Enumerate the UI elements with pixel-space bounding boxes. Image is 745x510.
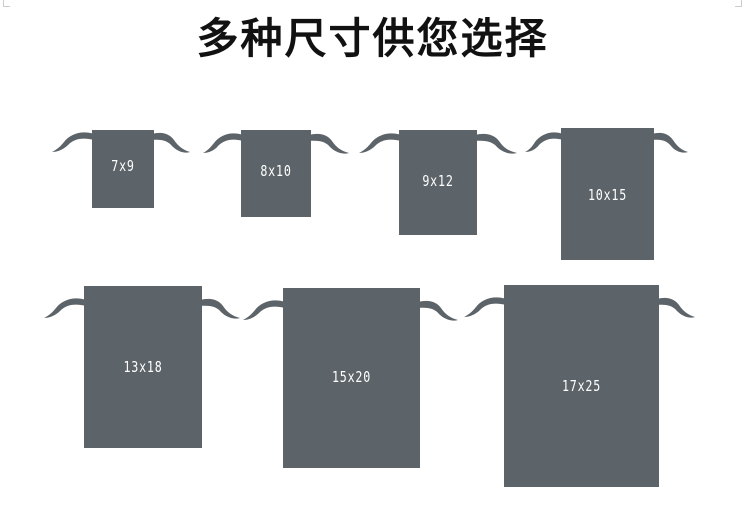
drawstring-left-icon [52, 132, 94, 152]
bag-size-label: 8x10 [260, 162, 292, 180]
bag-size-label: 7x9 [111, 157, 135, 175]
drawstring-right-icon [152, 132, 190, 153]
drawstring-right-icon [418, 300, 458, 321]
bag-body [84, 286, 202, 448]
bag-body [399, 130, 477, 235]
drawstring-left-icon [359, 133, 401, 153]
bag-body [92, 130, 154, 208]
bag-15x20: 15x20 [243, 288, 458, 468]
bag-body [561, 128, 654, 260]
bag-8x10: 8x10 [203, 130, 349, 217]
bag-size-label: 10x15 [587, 186, 628, 204]
corner-mark-left [3, 0, 10, 7]
drawstring-right-icon [475, 133, 517, 154]
corner-mark-right [735, 0, 742, 7]
bag-10x15: 10x15 [525, 128, 688, 260]
bag-body [504, 285, 659, 487]
drawstring-left-icon [44, 298, 86, 318]
bag-body [283, 288, 420, 468]
page-title: 多种尺寸供您选择 [196, 14, 549, 63]
bag-9x12: 9x12 [359, 130, 517, 235]
bag-size-label: 17x25 [561, 377, 602, 395]
bag-body [241, 130, 311, 217]
drawstring-right-icon [657, 297, 695, 318]
drawstring-left-icon [464, 297, 506, 317]
drawstring-right-icon [309, 133, 349, 154]
bag-size-label: 15x20 [331, 368, 372, 386]
drawstring-left-icon [203, 133, 243, 153]
bag-13x18: 13x18 [44, 286, 240, 448]
bag-size-label: 9x12 [422, 172, 454, 190]
drawstring-right-icon [200, 298, 240, 319]
drawstring-left-icon [525, 132, 563, 152]
bag-17x25: 17x25 [464, 285, 695, 487]
drawstring-left-icon [243, 300, 285, 320]
drawstring-right-icon [652, 132, 688, 153]
bag-size-label: 13x18 [123, 358, 163, 376]
bag-7x9: 7x9 [52, 130, 190, 208]
